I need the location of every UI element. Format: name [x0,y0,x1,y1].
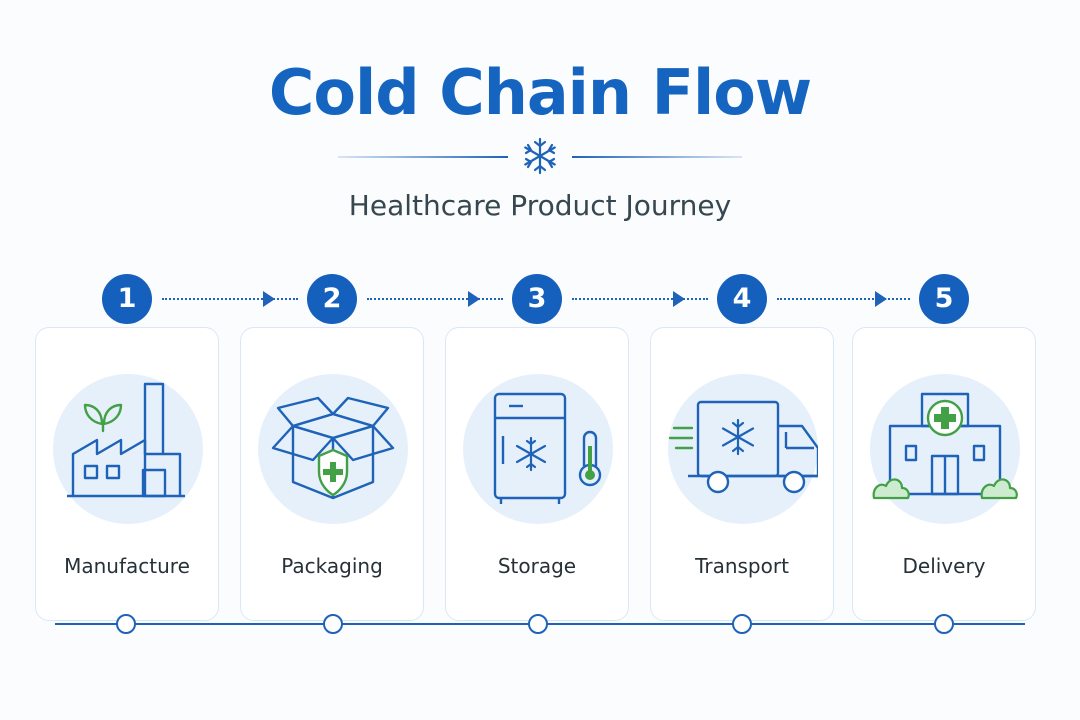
icon-backdrop [870,374,1020,524]
step-card-transport: Transport [650,327,834,621]
icon-backdrop [463,374,613,524]
package-icon [271,396,395,500]
icon-backdrop [53,374,203,524]
page-title: Cold Chain Flow [268,56,812,129]
connector-4-5 [777,298,910,300]
step-1-badge: 1 [102,274,152,324]
connector-2-3 [367,298,503,300]
step-card-delivery: Delivery [852,327,1036,621]
snowflake-icon [524,137,556,175]
arrow-3-4 [673,291,685,307]
timeline-node-5 [934,614,954,634]
step-card-packaging: Packaging [240,327,424,621]
timeline-node-1 [116,614,136,634]
step-label: Transport [695,554,789,578]
timeline-node-3 [528,614,548,634]
step-label: Packaging [281,554,383,578]
timeline-node-2 [323,614,343,634]
step-label: Delivery [902,554,986,578]
arrow-4-5 [875,291,887,307]
factory-icon [67,382,185,498]
connector-3-4 [572,298,708,300]
arrow-2-3 [468,291,480,307]
step-4-badge: 4 [717,274,767,324]
title-divider-right [572,156,742,158]
step-3-badge: 3 [512,274,562,324]
refrigerated-truck-icon [668,400,818,494]
title-divider-left [338,156,508,158]
step-label: Storage [497,554,577,578]
step-card-storage: Storage [445,327,629,621]
step-5-badge: 5 [919,274,969,324]
connector-1-2 [162,298,298,300]
arrow-1-2 [263,291,275,307]
freezer-icon [493,392,602,504]
page-subtitle: Healthcare Product Journey [348,189,732,222]
icon-backdrop [258,374,408,524]
icon-backdrop [668,374,818,524]
step-card-manufacture: Manufacture [35,327,219,621]
timeline-node-4 [732,614,752,634]
step-label: Manufacture [64,554,190,578]
step-2-badge: 2 [307,274,357,324]
hospital-icon [872,392,1018,500]
